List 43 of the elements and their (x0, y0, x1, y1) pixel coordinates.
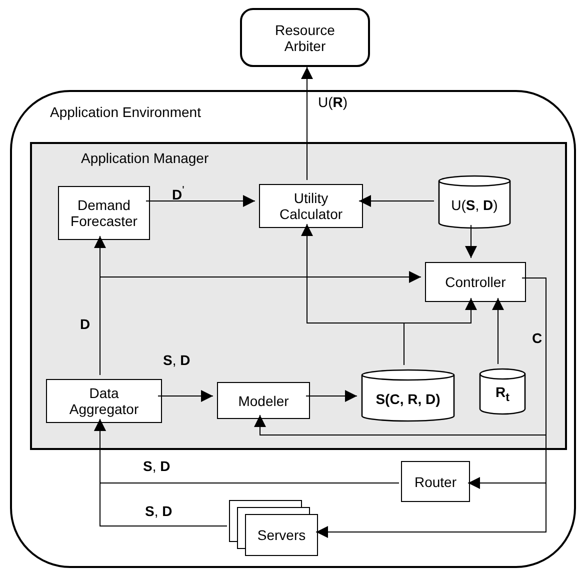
arrow (358, 195, 434, 207)
box-label: R$_{t}$ (494, 382, 510, 406)
box-label: Application Manager (81, 150, 209, 166)
box-label: Demand Forecaster (70, 196, 138, 231)
arrow (306, 390, 358, 402)
edge-label: D (80, 316, 90, 332)
box-label: Router (413, 472, 458, 492)
edge-label: D$^{'}$ (172, 184, 184, 203)
arrow (146, 195, 256, 207)
process-box (58, 186, 150, 240)
box-label: S(C, R, D) (374, 390, 442, 409)
box-label: U(S, D) (450, 196, 499, 215)
arrow (492, 298, 504, 364)
edge-label: S, D (143, 458, 170, 474)
process-box (401, 461, 470, 502)
arrow (94, 418, 228, 526)
arrow (465, 224, 477, 258)
box-label: Utility Calculator (278, 189, 344, 224)
process-box (259, 184, 363, 228)
database-cylinder (361, 369, 455, 422)
process-box (217, 382, 310, 419)
rounded-box (240, 8, 370, 67)
database-cylinder (479, 368, 526, 415)
process-box (46, 379, 162, 423)
edge-label: S, D (163, 352, 190, 368)
edge-label: U(R) (318, 94, 348, 110)
stacked-box (229, 500, 318, 556)
arrow (100, 271, 422, 376)
panel-box (30, 142, 567, 450)
box-label: Modeler (237, 392, 290, 410)
arrow (301, 66, 313, 180)
box-label: Data Aggregator (68, 384, 140, 419)
container-box (10, 90, 576, 568)
arrow (404, 298, 477, 366)
box-label: Application Environment (50, 104, 201, 120)
box-label: Resource Arbiter (274, 20, 336, 56)
database-cylinder (438, 175, 511, 229)
edge-label: C (532, 330, 542, 346)
box-label: Controller (444, 273, 507, 292)
edge-label: S, D (145, 503, 172, 519)
process-box (425, 262, 526, 302)
box-label: Servers (256, 526, 307, 545)
arrow (158, 390, 214, 402)
